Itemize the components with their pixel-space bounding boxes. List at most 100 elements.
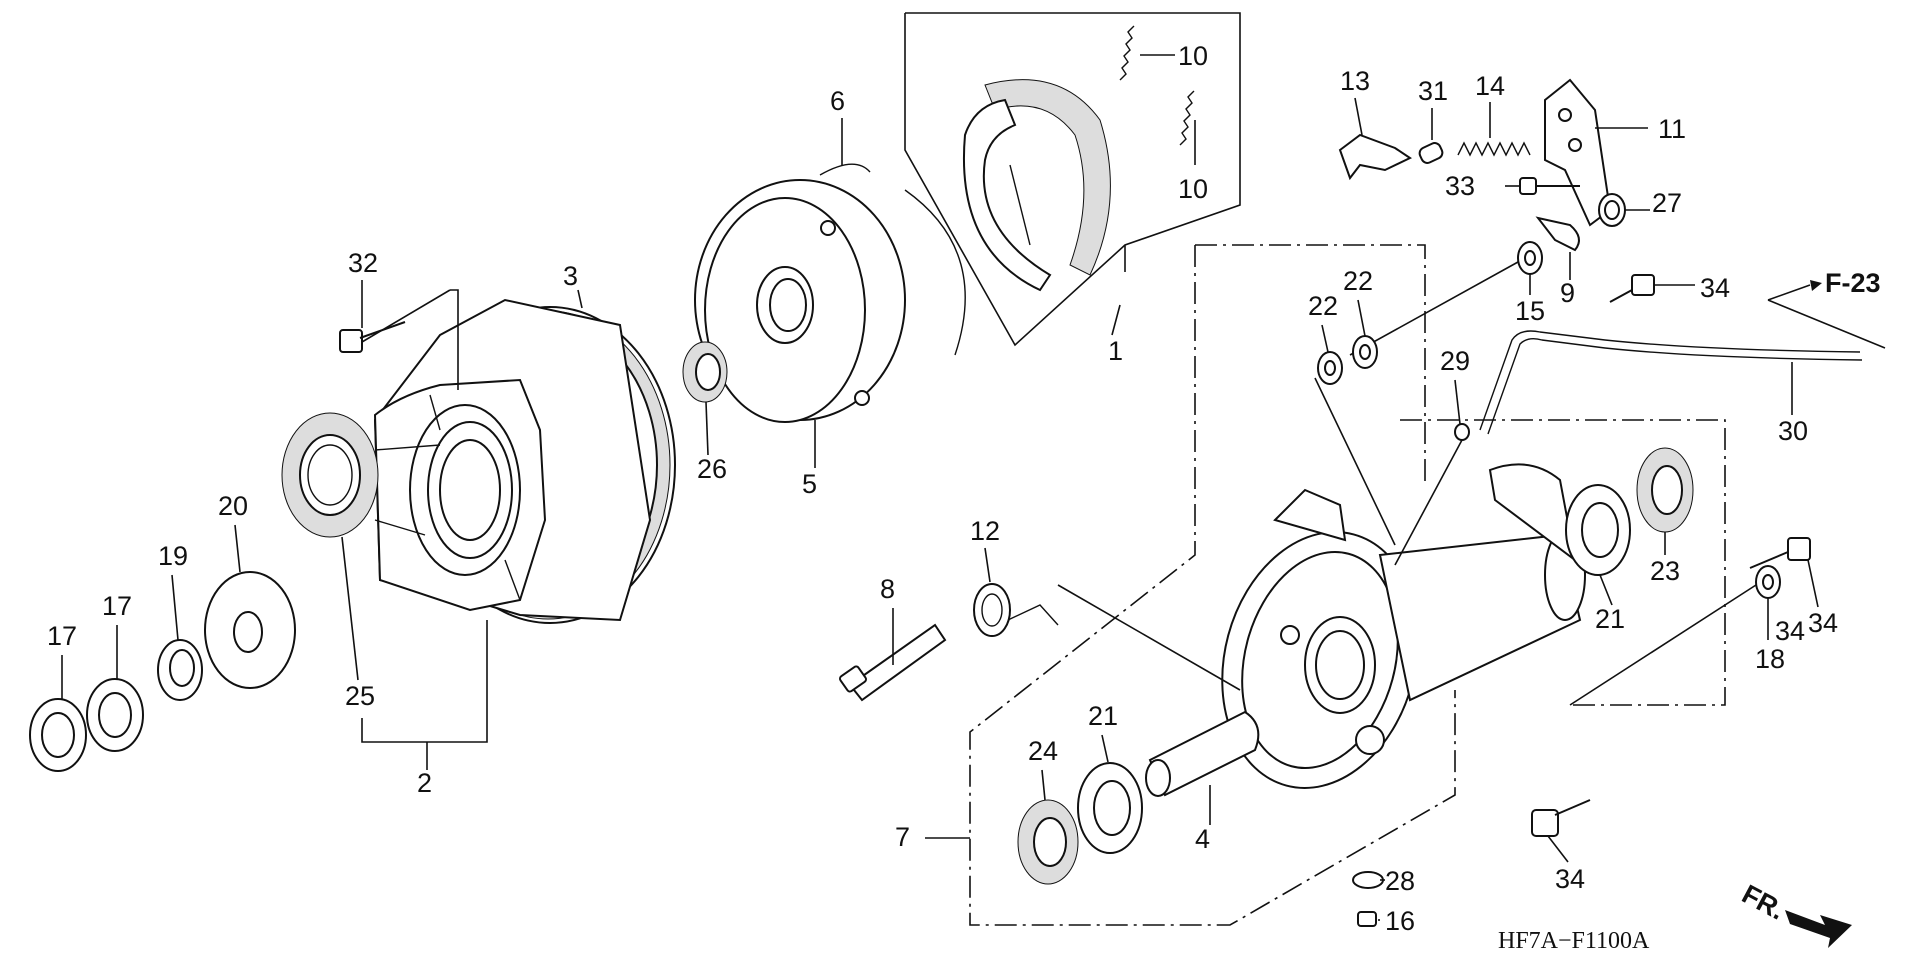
washer-18 [1569,565,1781,706]
seal-24 [1017,799,1079,885]
callout-10: 10 [1178,174,1208,204]
leader-19 [171,574,179,641]
leader-26 [705,401,709,456]
panel-assembly-7 [1221,463,1586,789]
reference-arrow [1767,280,1822,301]
leader-25 [341,536,359,681]
seal-23 [1636,447,1694,533]
callout-15: 15 [1515,296,1545,326]
diagram-code: HF7A−F1100A [1498,928,1650,954]
callout-30: 30 [1778,416,1808,446]
leader-20 [234,524,241,573]
bearing-21-b [1565,484,1631,576]
wing-nut-13 [1338,133,1413,181]
leader-3 [577,289,583,309]
seal-26 [682,341,728,403]
clip-29 [1394,423,1470,566]
callout-13: 13 [1340,66,1370,96]
leader-29 [1454,379,1461,425]
callout-23: 23 [1650,556,1680,586]
callout-17: 17 [102,591,132,621]
spring-10-a [1119,25,1175,81]
callout-12: 12 [970,516,1000,546]
leader-34 [1547,835,1569,863]
callout-14: 14 [1475,71,1505,101]
leader-34 [1807,559,1819,608]
bolt-33 [1519,177,1580,195]
callout-28: 28 [1385,866,1415,896]
nut-17-b [29,698,87,772]
collar-4 [1145,710,1260,797]
callout-8: 8 [880,574,895,604]
callout-2: 2 [417,768,432,798]
callout-34: 34 [1775,616,1805,646]
brake-panel-5 [694,179,906,423]
callout-29: 29 [1440,346,1470,376]
callout-34: 34 [1808,608,1838,638]
indicator-9 [1535,216,1580,252]
callout-22: 22 [1343,266,1373,296]
ring-6 [819,163,966,356]
return-spring-12 [973,583,1241,691]
callout-21: 21 [1595,604,1625,634]
nut-27 [1598,193,1626,227]
bolt-32 [339,289,459,390]
leader-22 [1357,299,1366,337]
callout-34: 34 [1555,864,1585,894]
collar-19 [157,639,203,701]
front-marker-label: FR. [1737,879,1789,926]
bearing-21-a [1077,762,1143,854]
callout-1: 1 [1108,336,1123,366]
oil-seal-25 [281,412,379,538]
callout-27: 27 [1652,188,1682,218]
washer-28 [1352,871,1384,889]
spring-10-b [1179,90,1196,165]
bolt-34-c [1531,799,1591,837]
leader-lines [61,97,1819,921]
callout-34: 34 [1700,273,1730,303]
callout-32: 32 [348,248,378,278]
reference-label: F-23 [1825,268,1881,298]
brake-drum [373,298,676,624]
washer-22-b [1352,335,1378,369]
leader-13 [1354,97,1363,136]
leader-21 [1101,734,1109,763]
nut-17-a [86,678,144,752]
bolt-16 [1357,911,1377,927]
callout-4: 4 [1195,824,1210,854]
brake-shoes-1 [963,79,1111,292]
group-brackets [361,12,1726,926]
callout-19: 19 [158,541,188,571]
callout-20: 20 [218,491,248,521]
brake-cam-8 [839,623,947,702]
spring-14 [1457,141,1531,157]
rod-30 [1479,299,1886,435]
pin-31 [1418,142,1444,164]
callout-22: 22 [1308,291,1338,321]
callout-18: 18 [1755,644,1785,674]
callout-10: 10 [1178,41,1208,71]
callout-11: 11 [1658,114,1686,144]
leader-22 [1321,324,1329,353]
bolt-34-a [1609,274,1655,303]
callout-5: 5 [802,469,817,499]
callout-3: 3 [563,261,578,291]
callout-24: 24 [1028,736,1058,766]
callout-16: 16 [1385,906,1415,936]
callout-9: 9 [1560,278,1575,308]
leader-24 [1041,769,1046,801]
callout-6: 6 [830,86,845,116]
bolt-34-b [1749,537,1811,569]
front-direction-arrow [1785,910,1852,948]
callout-31: 31 [1418,76,1448,106]
leader-1 [1111,304,1121,336]
callout-21: 21 [1088,701,1118,731]
washer-22-a [1317,351,1343,385]
washer-15 [1349,241,1543,356]
leader-21 [1599,574,1613,606]
leader-12 [984,547,991,583]
callout-7: 7 [895,822,910,852]
callout-33: 33 [1445,171,1475,201]
